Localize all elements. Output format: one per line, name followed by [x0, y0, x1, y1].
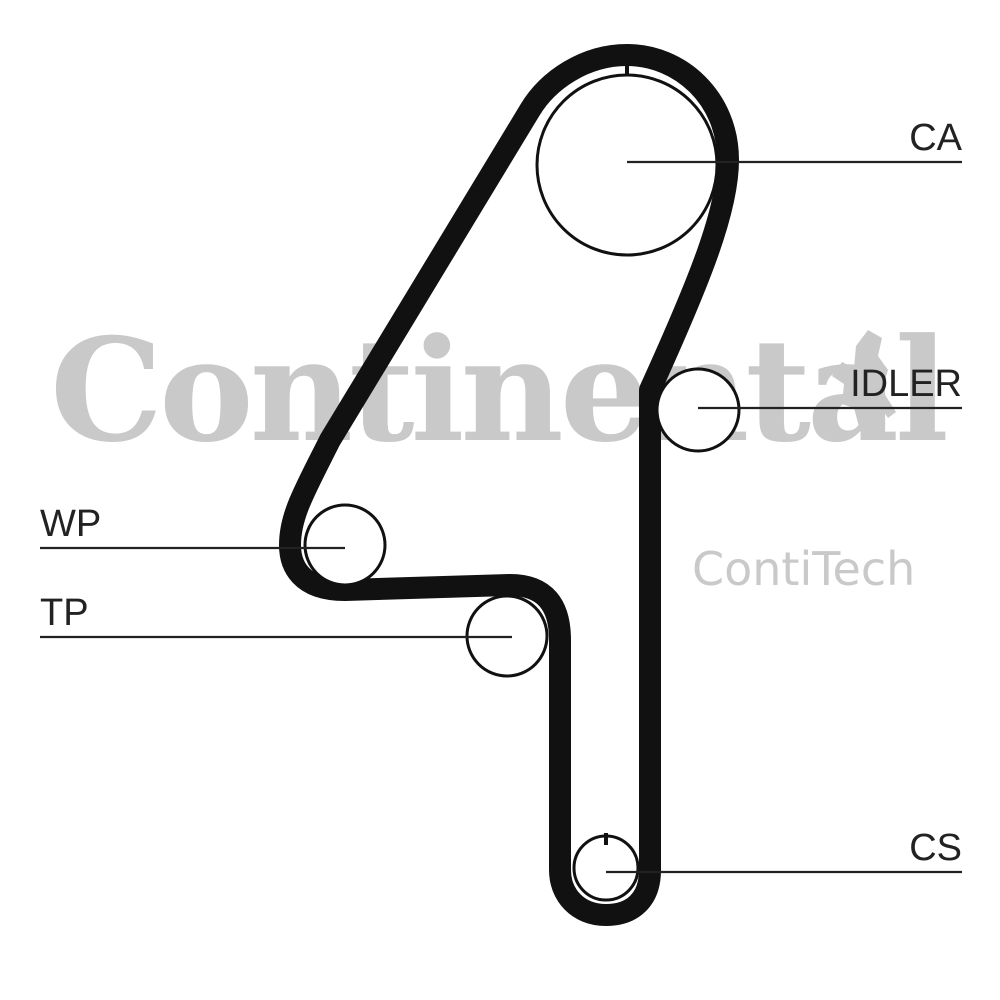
label-tp: TP: [40, 592, 89, 634]
watermark-subbrand: ContiTech: [692, 542, 915, 596]
label-wp: WP: [40, 503, 101, 545]
watermark: Continental ContiTech: [50, 308, 950, 596]
timing-belt: [279, 44, 739, 926]
crankshaft-pulley: [572, 834, 640, 902]
camshaft-pulley: [535, 73, 719, 257]
watermark-brand: Continental: [50, 308, 946, 474]
label-idler: IDLER: [850, 363, 962, 405]
label-ca: CA: [909, 117, 962, 159]
label-cs: CS: [909, 827, 962, 869]
water-pump-pulley: [303, 503, 387, 587]
idler-pulley: [655, 367, 741, 453]
rearing-horse-icon: [832, 330, 896, 438]
